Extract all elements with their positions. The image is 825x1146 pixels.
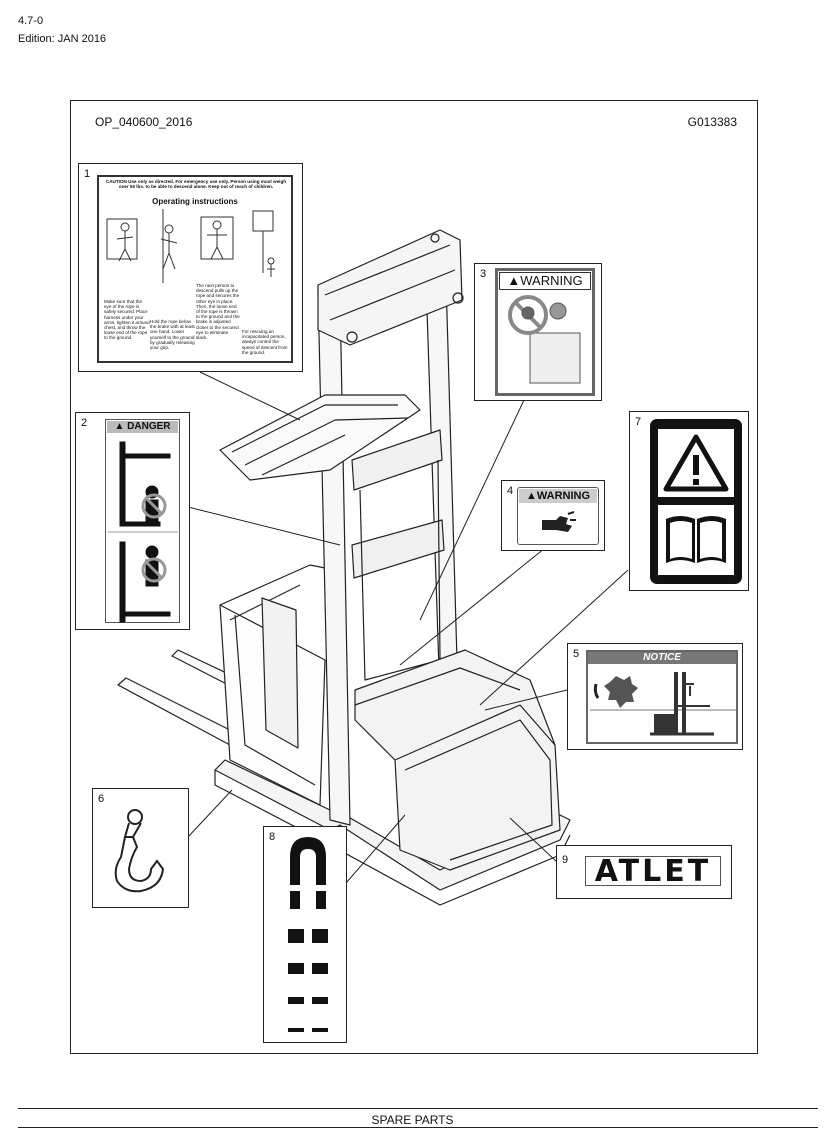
decal-notice: NOTICE: [586, 650, 738, 744]
figure-frame: OP_040600_2016 G013383: [70, 100, 758, 1054]
decal-read-manual: [650, 419, 742, 584]
label-3-warning: 3 ▲WARNING: [474, 263, 602, 401]
warning-header: ▲WARNING: [519, 489, 597, 503]
footer-title: SPARE PARTS: [371, 1113, 454, 1127]
label-2-danger: 2 ▲ DANGER: [75, 412, 190, 630]
label-9-brand: 9 ATLET: [556, 845, 732, 899]
decal-operating-instructions: CAUTION Use only as directed. For emerge…: [97, 175, 293, 363]
no-riding-icon: [508, 295, 581, 384]
decal-warning-no-riding: ▲WARNING: [495, 268, 595, 396]
label-4-warning-hand: 4 ▲WARNING: [501, 480, 605, 551]
footer-divider-bottom: [18, 1127, 818, 1128]
danger-header: ▲ DANGER: [107, 421, 178, 433]
section-number: 4.7-0: [18, 15, 44, 27]
notice-header: NOTICE: [588, 652, 736, 664]
figure-code-left: OP_040600_2016: [95, 115, 193, 129]
edition-date: Edition: JAN 2016: [18, 33, 107, 45]
label-number: 4: [507, 485, 514, 497]
decal-warning-hand: ▲WARNING: [517, 487, 599, 545]
figure-code-right: G013383: [687, 115, 737, 129]
step-secure-rope: Make sure that the eye of the rope is sa…: [104, 299, 150, 341]
label-number: 3: [480, 268, 487, 280]
warning-word: WARNING: [520, 273, 583, 288]
label-7-read-manual: 7: [629, 411, 749, 591]
step-rescue: For rescuing an incapacitated person, al…: [242, 329, 288, 355]
warning-word: WARNING: [536, 490, 591, 502]
instructions-title: Operating instructions: [152, 197, 238, 206]
label-1-operating-instructions: 1 CAUTION Use only as directed. For emer…: [78, 163, 303, 372]
stripe-pattern-icon: [288, 837, 328, 1032]
warning-header: ▲WARNING: [499, 272, 591, 290]
label-8-stripe-decal: 8: [263, 826, 347, 1043]
warning-triangle-icon: [658, 429, 734, 497]
step-hold-rope: Hold the rope below the brake with at le…: [150, 319, 195, 351]
notice-battery-icon: [590, 672, 736, 736]
label-5-notice: 5 NOTICE: [567, 643, 743, 750]
label-number: 9: [562, 854, 569, 866]
no-standing-under-forks-icon: [108, 441, 178, 623]
manual-book-icon: [658, 505, 734, 575]
caution-text: CAUTION Use only as directed. For emerge…: [105, 179, 287, 190]
footer-divider-top: [18, 1108, 818, 1109]
label-number: 5: [573, 648, 580, 660]
label-6-hook: 6: [92, 788, 189, 908]
hand-crush-icon: [542, 511, 576, 532]
label-number: 1: [84, 168, 91, 180]
label-number: 7: [635, 416, 642, 428]
danger-word: DANGER: [127, 421, 171, 432]
decal-danger: ▲ DANGER: [105, 419, 180, 623]
hook-icon: [114, 809, 165, 893]
label-number: 6: [98, 793, 105, 805]
label-number: 2: [81, 417, 88, 429]
label-number: 8: [269, 831, 276, 843]
rescue-pictograms: [106, 209, 275, 283]
step-next-person: The next person to descend pulls up the …: [196, 283, 240, 341]
brand-logo: ATLET: [585, 856, 721, 887]
